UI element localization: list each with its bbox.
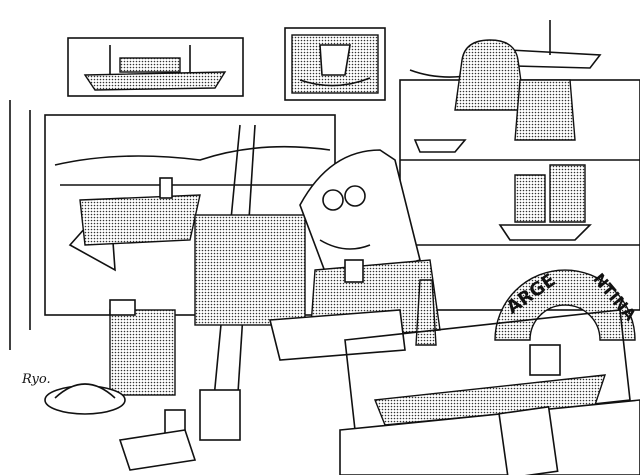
window [9, 100, 336, 350]
beer-stein [199, 389, 241, 441]
ship-model-display-case [339, 309, 640, 475]
framed-viking-ship-picture [284, 27, 386, 101]
book [498, 405, 559, 475]
junk-model [498, 224, 592, 241]
sailor-man [268, 149, 441, 361]
ships-bell [454, 39, 526, 111]
easel [194, 124, 306, 441]
artist-signature: Ryo. [21, 372, 51, 387]
life-ring: ARGE NTINA [494, 269, 640, 341]
bottle [415, 279, 437, 346]
boat-model [508, 49, 602, 69]
glass [344, 259, 364, 283]
sail-model [514, 79, 576, 141]
captain-hat [44, 383, 126, 415]
small-table [109, 299, 176, 396]
shelf-unit [399, 20, 640, 311]
paper-on-floor [118, 429, 197, 471]
ship-outside [79, 194, 201, 246]
framed-ship-picture [67, 37, 244, 97]
